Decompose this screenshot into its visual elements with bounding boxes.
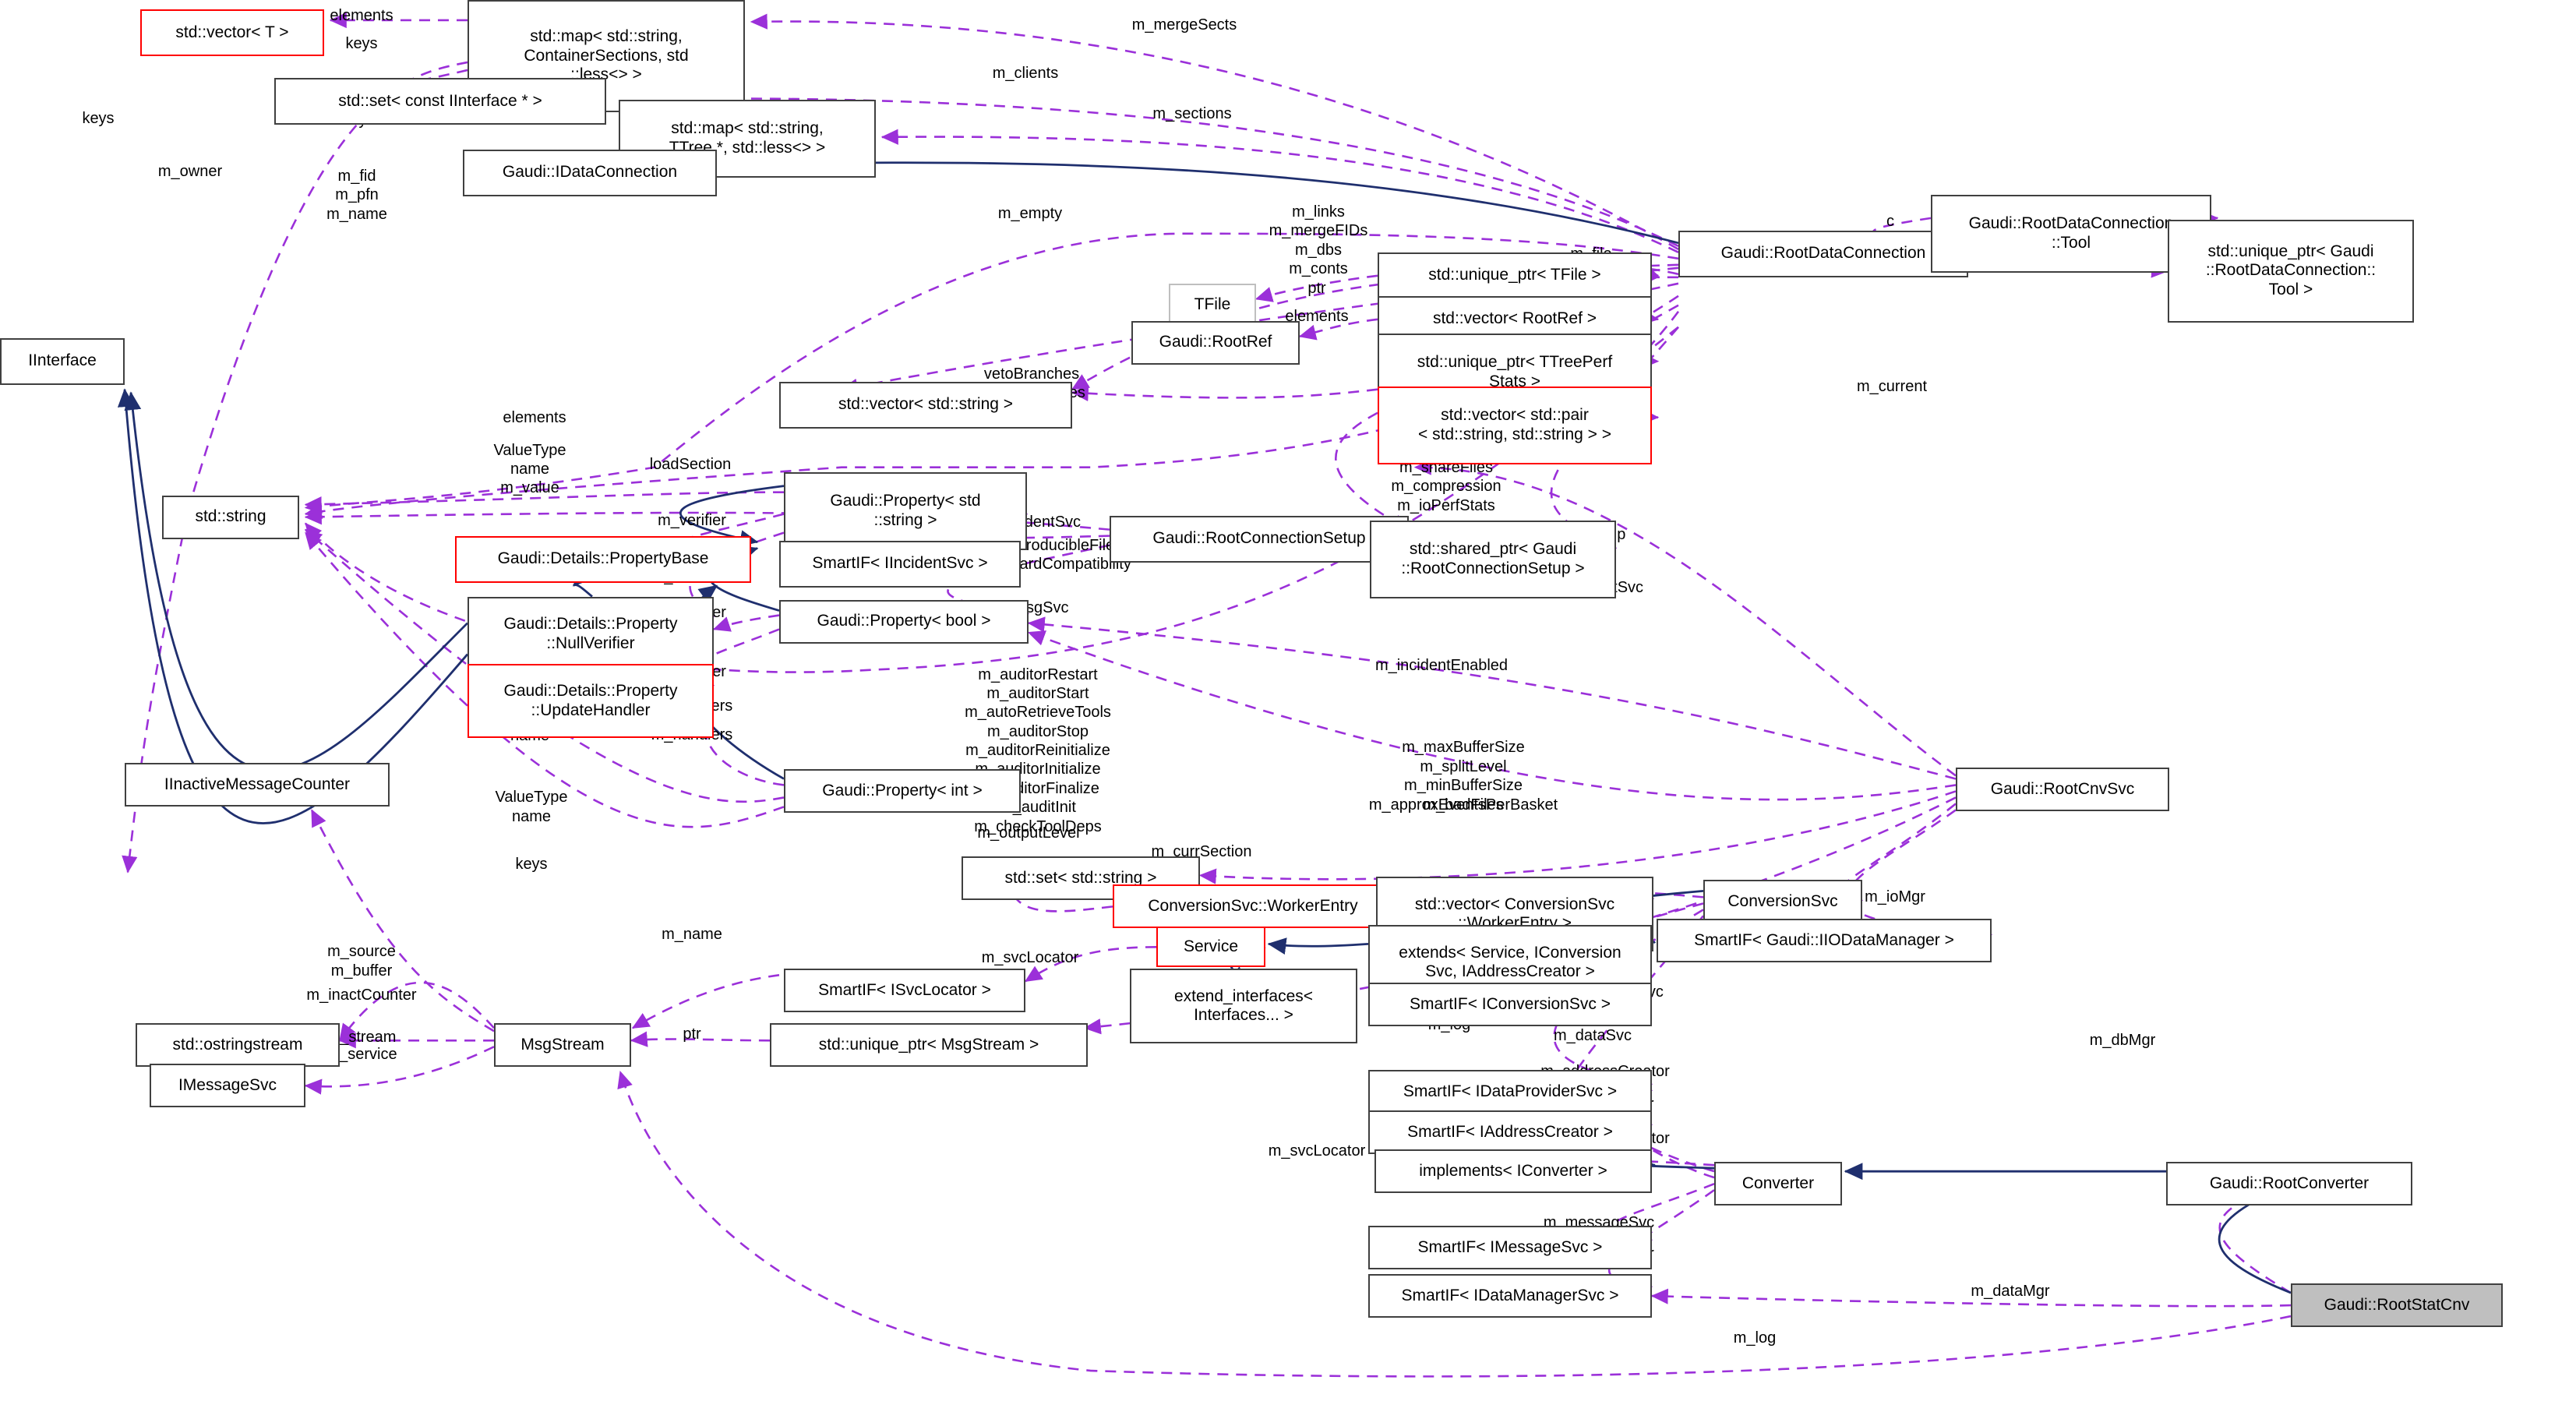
class-node-vectorT[interactable]: std::vector< T > <box>140 9 324 56</box>
class-node-Service[interactable]: Service <box>1156 927 1265 968</box>
edge-label: m_verifier <box>658 511 726 529</box>
edge-label: m_empty <box>997 204 1063 222</box>
class-node-SmartIFIConvSvc[interactable]: SmartIF< IConversionSvc > <box>1368 983 1652 1027</box>
class-node-SmartIFAddrCreator[interactable]: SmartIF< IAddressCreator > <box>1368 1110 1652 1155</box>
class-node-PropertyString[interactable]: Gaudi::Property< std ::string > <box>784 471 1027 550</box>
class-node-RootConverter[interactable]: Gaudi::RootConverter <box>2166 1162 2412 1206</box>
class-node-WorkerEntry[interactable]: ConversionSvc::WorkerEntry <box>1113 884 1393 929</box>
edge-label: keys <box>515 856 548 874</box>
class-node-RootConnectionSetup[interactable]: Gaudi::RootConnectionSetup <box>1110 515 1409 563</box>
class-node-IInactiveMsgCounter[interactable]: IInactiveMessageCounter <box>125 763 390 807</box>
edge-label: m_source m_buffer <box>327 943 396 980</box>
edge-label: m_dataMgr <box>1971 1283 2050 1301</box>
class-node-RootRef[interactable]: Gaudi::RootRef <box>1131 320 1300 365</box>
class-node-setIInterface[interactable]: std::set< const IInterface * > <box>274 77 606 125</box>
edge-label: m_outputLevel <box>977 824 1080 842</box>
edge-label: m_clients <box>992 64 1059 82</box>
class-node-SmartIFIODataMgr[interactable]: SmartIF< Gaudi::IIODataManager > <box>1657 919 1992 963</box>
edge-label: m_dbMgr <box>2089 1032 2156 1050</box>
class-node-Converter[interactable]: Converter <box>1714 1162 1842 1206</box>
edge-label: c <box>1886 212 1894 230</box>
class-node-SmartIFDataProvider[interactable]: SmartIF< IDataProviderSvc > <box>1368 1070 1652 1114</box>
class-node-vectorPair[interactable]: std::vector< std::pair < std::string, st… <box>1378 386 1652 464</box>
class-node-extendInterfaces[interactable]: extend_interfaces< Interfaces... > <box>1130 969 1357 1044</box>
class-node-uniqueTool[interactable]: std::unique_ptr< Gaudi ::RootDataConnect… <box>2168 219 2414 323</box>
class-node-MsgStream[interactable]: MsgStream <box>494 1023 631 1068</box>
edge-label: elements <box>330 6 393 24</box>
class-node-PropertyBase[interactable]: Gaudi::Details::PropertyBase <box>455 535 751 583</box>
edge-label: m_ioMgr <box>1865 888 1925 906</box>
class-node-sharedSetup[interactable]: std::shared_ptr< Gaudi ::RootConnectionS… <box>1370 520 1616 598</box>
edge-label: keys <box>345 34 378 52</box>
edge-label: ValueType name m_value <box>493 441 566 497</box>
class-node-IInterface[interactable]: IInterface <box>0 337 125 385</box>
edge-label: m_inactCounter <box>306 987 417 1004</box>
class-node-vectorString[interactable]: std::vector< std::string > <box>779 381 1072 429</box>
edge-label: m_incidentEnabled <box>1374 656 1509 674</box>
class-node-IMessageSvc[interactable]: IMessageSvc <box>150 1064 305 1108</box>
edge-label: m_name <box>662 926 722 944</box>
class-node-implementsIConv[interactable]: implements< IConverter > <box>1374 1149 1652 1194</box>
edge-label: m_log <box>1733 1329 1777 1347</box>
class-node-RootStatCnv[interactable]: Gaudi::RootStatCnv <box>2291 1283 2503 1328</box>
edge-label: m_current <box>1856 377 1928 395</box>
edge-label: m_badFiles <box>1423 796 1504 814</box>
edge-label: elements <box>503 408 566 426</box>
edge-label: m_links m_mergeFIDs m_dbs m_conts <box>1269 203 1368 278</box>
class-node-PropertyInt[interactable]: Gaudi::Property< int > <box>784 769 1021 814</box>
class-node-uniqueTFile[interactable]: std::unique_ptr< TFile > <box>1378 252 1652 299</box>
class-node-PropertyBool[interactable]: Gaudi::Property< bool > <box>779 599 1029 644</box>
class-node-SmartIFDataMgrSvc[interactable]: SmartIF< IDataManagerSvc > <box>1368 1274 1652 1318</box>
class-node-SmartIFIncidentSvc[interactable]: SmartIF< IIncidentSvc > <box>779 540 1021 588</box>
edge-label: m_mergeSects <box>1131 16 1237 34</box>
class-node-IDataConnection[interactable]: Gaudi::IDataConnection <box>463 149 717 196</box>
class-node-UpdateHandler[interactable]: Gaudi::Details::Property ::UpdateHandler <box>468 663 714 739</box>
class-node-stdstring[interactable]: std::string <box>162 495 299 539</box>
edge-label: ptr <box>1307 279 1326 297</box>
class-node-NullVerifier[interactable]: Gaudi::Details::Property ::NullVerifier <box>468 596 714 672</box>
edge-label: m_svcLocator <box>1268 1142 1366 1160</box>
class-node-RootDataConnection[interactable]: Gaudi::RootDataConnection <box>1678 230 1968 277</box>
edge-label: loadSection <box>649 455 732 473</box>
edge-label: ValueType name <box>495 789 568 825</box>
edge-label: ptr <box>683 1025 701 1043</box>
class-node-ostringstream[interactable]: std::ostringstream <box>136 1023 340 1068</box>
class-node-SmartIFISvcLocator[interactable]: SmartIF< ISvcLocator > <box>784 969 1025 1013</box>
edge-label: m_sections <box>1152 104 1232 122</box>
class-node-RootCnvSvc[interactable]: Gaudi::RootCnvSvc <box>1956 768 2169 812</box>
edge-label: m_fid m_pfn m_name <box>326 167 387 223</box>
edge-label: m_owner <box>157 162 223 180</box>
edge-label: m_svcLocator <box>981 949 1079 967</box>
edge-label: keys <box>82 109 115 127</box>
class-node-SmartIFIMessageSvc[interactable]: SmartIF< IMessageSvc > <box>1368 1226 1652 1270</box>
class-node-uniqueMsgStream[interactable]: std::unique_ptr< MsgStream > <box>770 1023 1088 1068</box>
edge-label: m_dataSvc <box>1553 1027 1632 1045</box>
class-node-ConversionSvc[interactable]: ConversionSvc <box>1703 880 1862 924</box>
